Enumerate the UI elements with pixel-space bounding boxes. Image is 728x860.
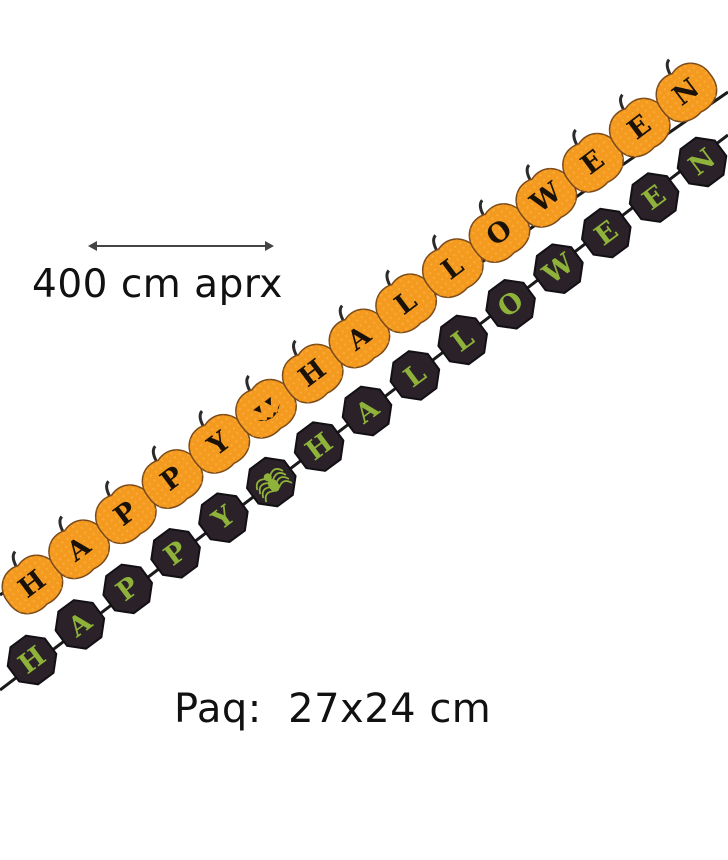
octagon-body <box>628 172 680 223</box>
pumpkin-texture <box>48 520 110 579</box>
pumpkin-stem <box>432 234 438 251</box>
pumpkin-texture <box>142 449 203 509</box>
pumpkin-piece: L <box>375 269 437 334</box>
octagon-piece: L <box>437 314 489 366</box>
pumpkin-piece: A <box>48 515 110 580</box>
pumpkin-texture <box>189 414 250 474</box>
pumpkin-piece: W <box>515 164 578 228</box>
pumpkin-stem <box>385 269 392 286</box>
pumpkin-piece: H <box>281 339 344 404</box>
pumpkin-texture <box>469 203 530 263</box>
octagon-body <box>293 421 345 472</box>
length-arrow <box>88 241 274 251</box>
pumpkin-piece: P <box>94 480 157 545</box>
pumpkin-piece <box>235 374 297 439</box>
pumpkin-piece: A <box>328 304 391 369</box>
pumpkin-stem <box>292 339 298 356</box>
pumpkin-piece: N <box>655 58 718 123</box>
pumpkin-stem <box>105 480 111 497</box>
pumpkin-piece: O <box>468 199 531 263</box>
pumpkin-texture <box>609 98 670 157</box>
pumpkin-texture <box>329 309 390 368</box>
octagon-piece: L <box>389 350 441 401</box>
pumpkin-piece: E <box>608 93 671 158</box>
pumpkin-stem <box>11 550 18 567</box>
pumpkin-stem <box>572 128 578 146</box>
pumpkin-texture <box>656 63 717 122</box>
octagon-piece: N <box>676 136 728 188</box>
octagon-piece: E <box>628 172 680 223</box>
pumpkin-texture <box>562 133 624 192</box>
octagon-body <box>533 243 584 295</box>
pumpkin-stem <box>478 199 485 216</box>
pumpkin-piece: Y <box>188 410 251 474</box>
octagon-body <box>580 207 632 259</box>
pumpkin-texture <box>422 238 483 298</box>
octagon-body <box>389 350 441 401</box>
pumpkin-piece: L <box>421 234 484 299</box>
octagon-piece: Y <box>198 492 249 544</box>
octagon-piece: O <box>485 278 536 330</box>
length-label: 400 cm aprx <box>32 262 283 307</box>
octagon-piece: W <box>533 243 584 295</box>
pumpkin-texture <box>95 484 156 544</box>
pumpkin-texture <box>2 555 63 614</box>
octagon-body <box>6 634 58 686</box>
pumpkin-stem <box>525 164 532 181</box>
octagon-piece: P <box>102 563 154 615</box>
octagon-piece: H <box>6 634 58 686</box>
octagon-body <box>102 563 154 615</box>
pumpkin-texture <box>282 344 343 403</box>
octagon-body <box>437 314 489 366</box>
octagon-body <box>150 527 201 579</box>
pumpkin-piece: P <box>141 445 204 509</box>
pumpkin-stem <box>665 58 672 75</box>
octagon-body <box>54 599 106 650</box>
octagon-piece <box>245 456 297 508</box>
octagon-piece: H <box>293 421 345 472</box>
pumpkin-stem <box>151 445 158 462</box>
pumpkin-piece: H <box>1 550 64 615</box>
pumpkin-stem <box>619 93 625 110</box>
package-size-label: Paq: 27x24 cm <box>174 686 492 732</box>
octagon-piece: A <box>54 599 106 650</box>
octagon-body <box>341 385 393 437</box>
octagon-body <box>198 492 249 544</box>
jack-o-lantern-icon <box>253 396 280 422</box>
pumpkin-stem <box>245 374 251 392</box>
pumpkin-texture <box>375 274 437 333</box>
spider-icon <box>255 468 293 503</box>
octagon-piece: A <box>341 385 393 437</box>
octagon-piece: P <box>150 527 201 579</box>
pumpkin-stem <box>338 304 345 321</box>
octagon-piece: E <box>580 207 632 259</box>
pumpkin-texture <box>516 168 577 228</box>
octagon-body <box>485 278 536 330</box>
pumpkin-stem <box>58 515 65 532</box>
pumpkin-texture <box>235 379 297 438</box>
octagon-body <box>676 136 728 188</box>
pumpkin-piece: E <box>562 128 624 193</box>
pumpkin-stem <box>198 410 205 427</box>
